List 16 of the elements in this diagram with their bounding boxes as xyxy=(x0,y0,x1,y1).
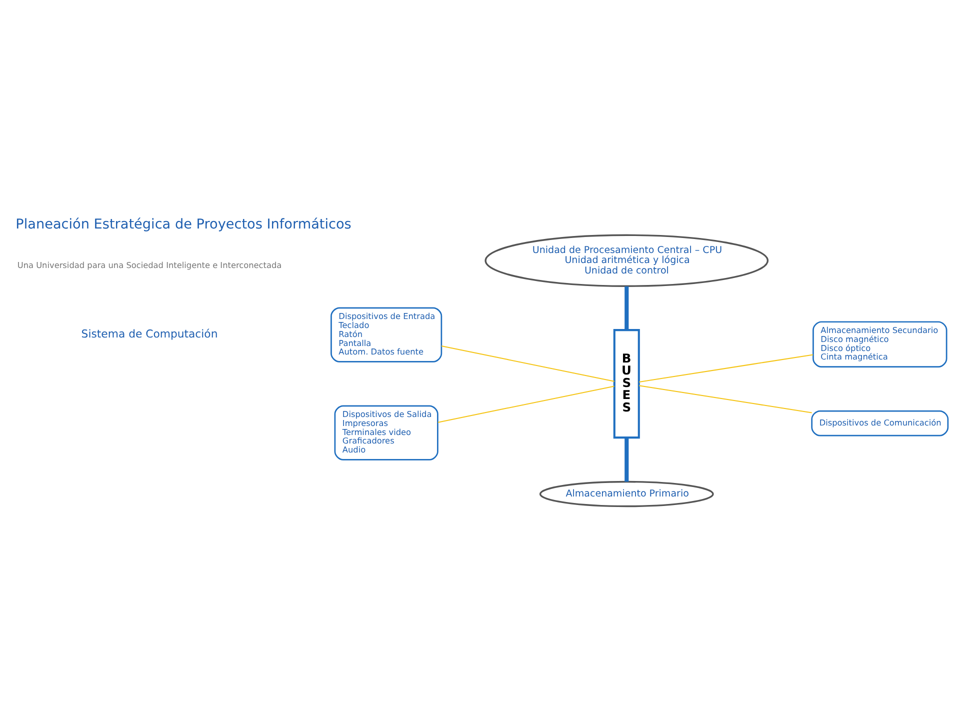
label: Una Universidad para una Sociedad Inteligente e Interconectada xyxy=(17,260,282,270)
node-ellipse: Almacenamiento Primario xyxy=(539,480,714,507)
node-ellipse: Unidad de Procesamiento Central – CPU Unidad aritmética y lógica Unidad de control xyxy=(484,234,769,286)
node-box: Dispositivos de Comunicación xyxy=(811,410,949,436)
connector xyxy=(639,354,814,382)
connector xyxy=(624,286,629,330)
node-box: Dispositivos de Entrada Teclado Ratón Pantalla Autom. Datos fuente xyxy=(330,306,442,362)
connector xyxy=(441,344,614,382)
diagram-title: Planeación Estratégica de Proyectos Informáticos xyxy=(16,216,352,232)
connector xyxy=(639,384,812,413)
connector xyxy=(438,385,614,422)
node-box: BUSES xyxy=(613,328,640,438)
label: Sistema de Computación xyxy=(81,326,218,340)
node-box: Almacenamiento Secundario Disco magnético Disco óptico Cinta magnética xyxy=(812,320,948,367)
node-box: Dispositivos de Salida Impresoras Terminales video Graficadores Audio xyxy=(334,404,438,460)
connector xyxy=(624,437,629,482)
